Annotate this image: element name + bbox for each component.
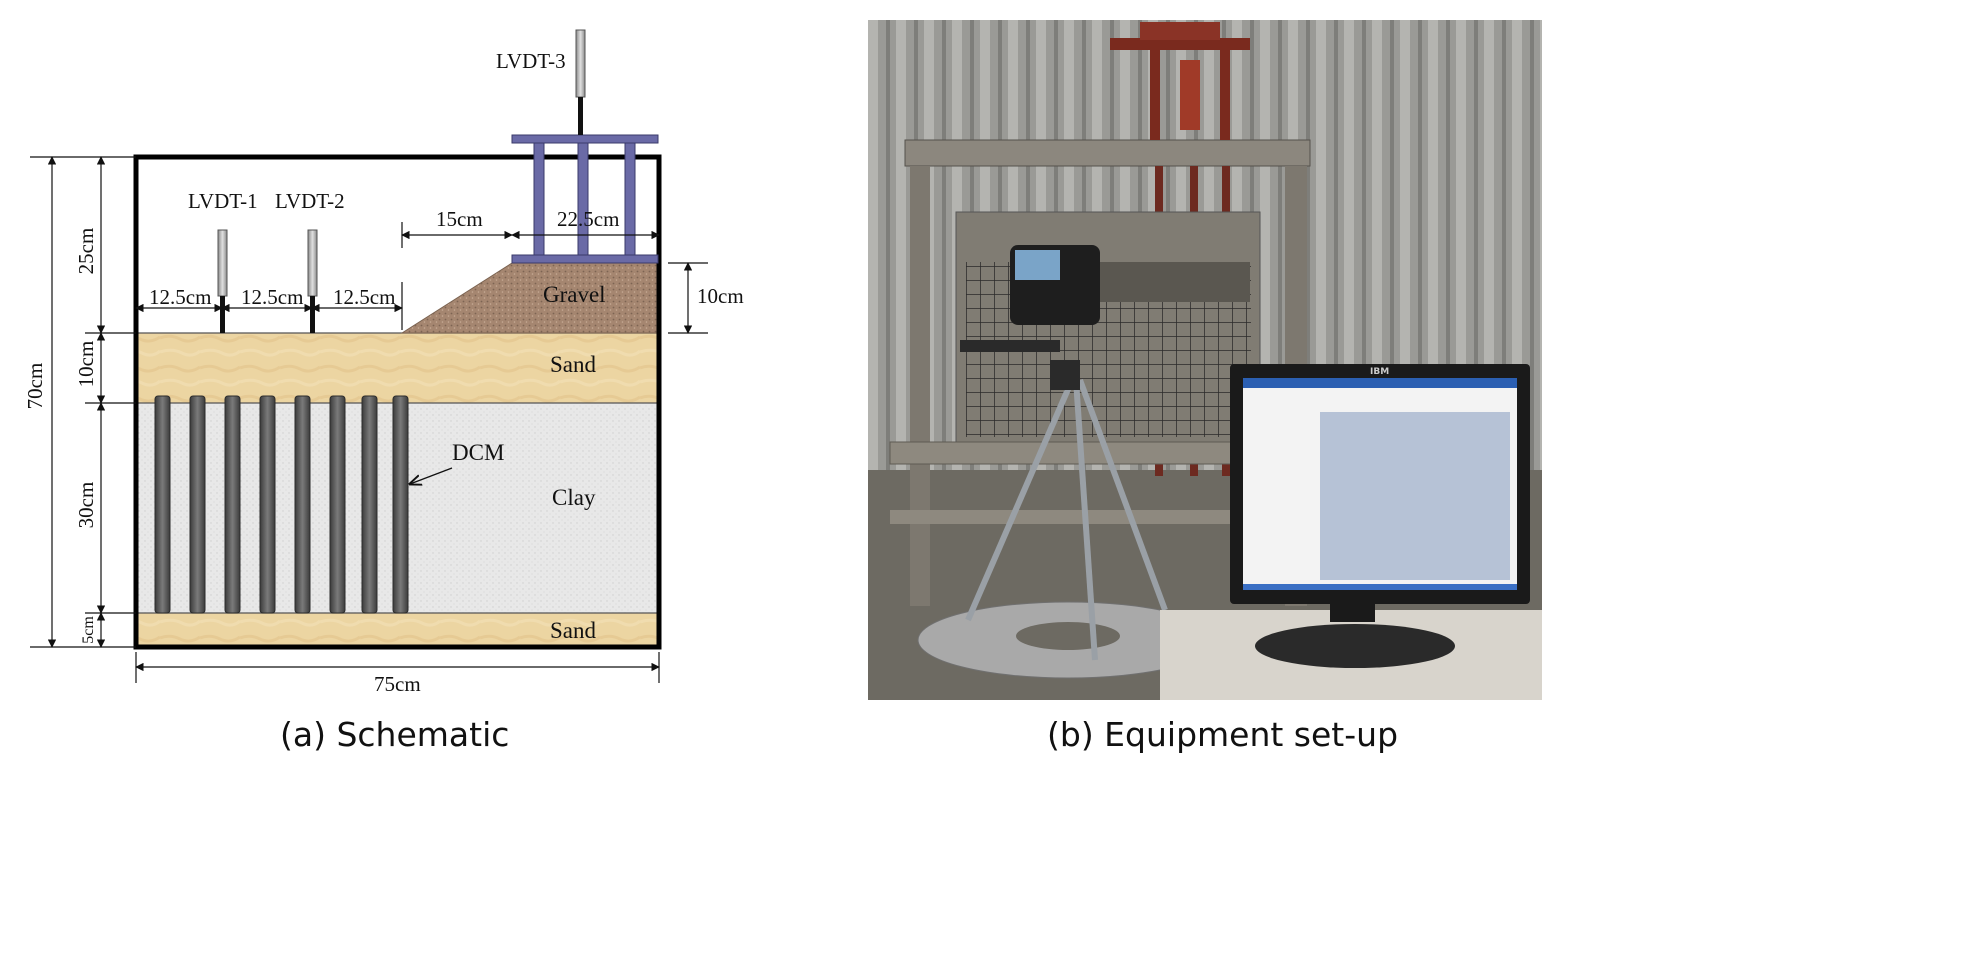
sand-top-label: Sand bbox=[550, 352, 597, 377]
dcm-column bbox=[189, 395, 206, 614]
h10-label: 10cm bbox=[74, 341, 98, 388]
dcm-pointer bbox=[410, 467, 453, 484]
lvdt-2 bbox=[307, 229, 318, 333]
dcm-label: DCM bbox=[452, 440, 504, 465]
gravel-embankment bbox=[400, 262, 660, 334]
total-height-label: 70cm bbox=[23, 363, 47, 410]
gravel-height-label: 10cm bbox=[697, 284, 744, 308]
dcm-column bbox=[294, 395, 311, 614]
h30-label: 30cm bbox=[74, 482, 98, 529]
load-width-label: 22.5cm bbox=[557, 207, 619, 231]
h5-label: 5cm bbox=[80, 616, 97, 644]
loading-frame bbox=[511, 134, 659, 264]
spacing1-label: 12.5cm bbox=[149, 285, 211, 309]
dcm-column bbox=[361, 395, 378, 614]
test-container bbox=[133, 154, 662, 650]
spacing3-label: 12.5cm bbox=[333, 285, 395, 309]
panel-b-caption: (b) Equipment set-up bbox=[1047, 715, 1398, 754]
equipment-photo: IBM bbox=[868, 20, 1542, 700]
monitor-brand: IBM bbox=[1370, 367, 1389, 377]
panel-a-caption: (a) Schematic bbox=[280, 715, 509, 754]
sand-bottom-label: Sand bbox=[550, 618, 597, 643]
lvdt-1-label: LVDT-1 bbox=[188, 189, 258, 213]
dcm-column bbox=[329, 395, 346, 614]
h25-label: 25cm bbox=[74, 228, 98, 275]
schematic-panel: LVDT-1 LVDT-2 LVDT-3 Gravel Sand Clay Sa… bbox=[23, 29, 744, 754]
dcm-column bbox=[224, 395, 241, 614]
width-dimension bbox=[135, 652, 660, 683]
dcm-column bbox=[154, 395, 171, 614]
lvdt-3-label: LVDT-3 bbox=[496, 49, 566, 73]
clay-label: Clay bbox=[552, 485, 596, 510]
sand-bottom-layer bbox=[136, 613, 659, 647]
vertical-dimensions bbox=[30, 156, 136, 648]
slope-label: 15cm bbox=[436, 207, 483, 231]
dcm-column bbox=[259, 395, 276, 614]
gravel-label: Gravel bbox=[543, 282, 606, 307]
lvdt-3 bbox=[575, 29, 586, 135]
width-label: 75cm bbox=[374, 672, 421, 696]
gravel-height-dimension bbox=[668, 262, 708, 334]
sand-top-layer bbox=[136, 333, 659, 403]
lvdt-1 bbox=[217, 229, 228, 333]
spacing2-label: 12.5cm bbox=[241, 285, 303, 309]
dcm-columns bbox=[154, 395, 409, 614]
lvdt-2-label: LVDT-2 bbox=[275, 189, 345, 213]
spacing-dimensions bbox=[135, 222, 660, 330]
dcm-column bbox=[392, 395, 409, 614]
